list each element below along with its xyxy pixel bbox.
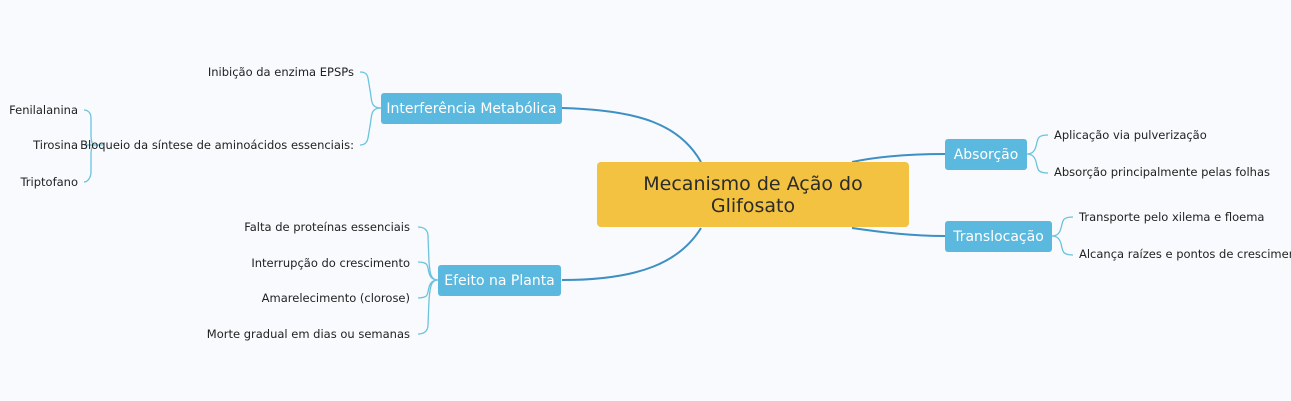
leaf-alcanca-raizes[interactable]: Alcança raízes e pontos de crescimento [1079,247,1291,261]
leaf-aplicacao-pulverizacao[interactable]: Aplicação via pulverização [1054,128,1207,142]
branch-interferencia-metabolica[interactable]: Interferência Metabólica [381,93,562,124]
connector-efeito [561,227,702,281]
connector-absorcao [851,153,946,163]
leaf-absorcao-folhas[interactable]: Absorção principalmente pelas folhas [1054,165,1270,179]
branch-label: Efeito na Planta [444,272,555,289]
leaf-morte-gradual[interactable]: Morte gradual em dias ou semanas [206,327,410,341]
connector-interferencia [561,107,702,163]
connector-translocacao [851,227,946,237]
branch-translocacao[interactable]: Translocação [945,221,1052,252]
leaf-amarelecimento[interactable]: Amarelecimento (clorose) [261,291,410,305]
root-title: Mecanismo de Ação do Glifosato [643,172,863,217]
branch-absorcao[interactable]: Absorção [945,139,1027,170]
branch-label: Translocação [953,228,1044,245]
leaf-triptofano[interactable]: Triptofano [20,175,78,189]
leaf-fenilalanina[interactable]: Fenilalanina [9,103,78,117]
bracket-translocacao [1051,216,1074,256]
leaf-transporte-xilema[interactable]: Transporte pelo xilema e floema [1079,210,1265,224]
leaf-tirosina[interactable]: Tirosina [33,138,78,152]
bracket-interferencia [359,71,382,146]
leaf-bloqueio-sintese[interactable]: Bloqueio da síntese de aminoácidos essen… [80,138,354,152]
bracket-absorcao [1026,134,1049,174]
leaf-interrupcao-crescimento[interactable]: Interrupção do crescimento [251,256,410,270]
branch-efeito-na-planta[interactable]: Efeito na Planta [438,265,561,296]
branch-label: Interferência Metabólica [386,100,557,117]
leaf-inibicao-epsps[interactable]: Inibição da enzima EPSPs [207,65,354,79]
leaf-falta-proteinas[interactable]: Falta de proteínas essenciais [244,220,410,234]
bracket-aminoacidos [83,109,103,183]
root-topic[interactable]: Mecanismo de Ação do Glifosato [597,162,909,227]
bracket-efeito [417,226,439,335]
branch-label: Absorção [953,146,1019,163]
